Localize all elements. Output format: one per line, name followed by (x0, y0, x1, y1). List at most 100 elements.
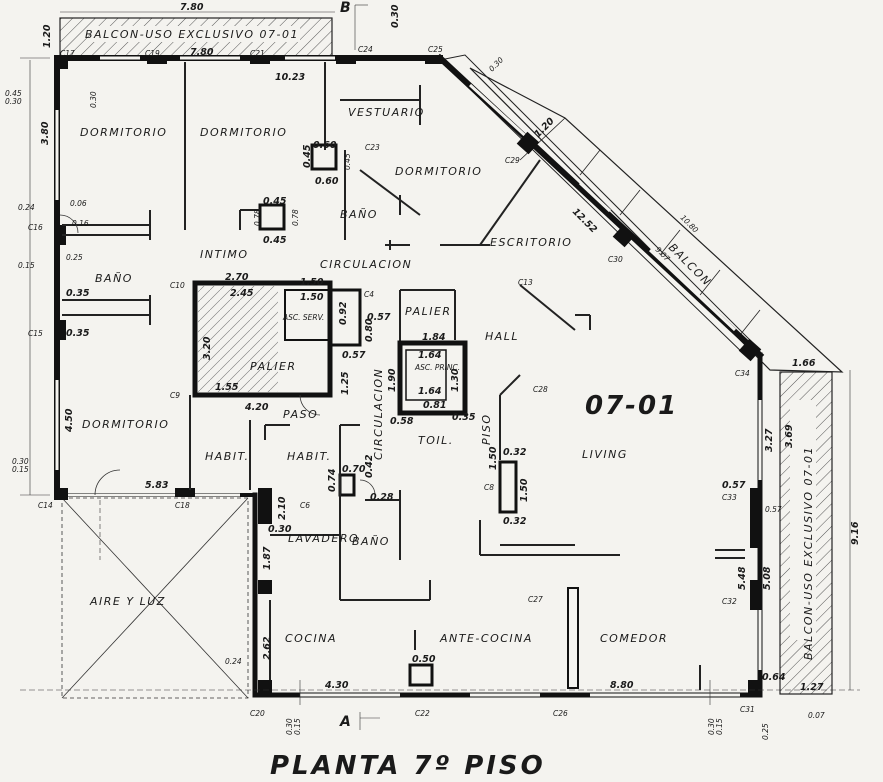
dimension-label: 0.30 (390, 4, 401, 28)
column-label: C34 (735, 369, 750, 378)
room-label-dormitorio-2: DORMITORIO (200, 126, 287, 139)
dimension-label: 12.52 (570, 206, 599, 235)
dimension-label: 0.35 (66, 328, 90, 339)
structural-columns (54, 55, 762, 696)
dimension-label: 1.55 (215, 382, 239, 393)
dimension-label: 4.30 (324, 680, 349, 691)
dimension-label: 0.45 (263, 235, 287, 246)
dimension-label: 0.60 (313, 140, 337, 151)
dimension-label: 0.45 (343, 153, 352, 170)
dimension-label: 0.30 (89, 91, 98, 108)
room-label-living: LIVING (582, 448, 628, 461)
dimension-label: 1.27 (800, 682, 824, 693)
column-label: C19 (145, 49, 160, 58)
column-label: C32 (722, 597, 737, 606)
dimension-label: 0.30 (5, 97, 22, 106)
dimension-label: 0.80 (364, 318, 375, 342)
interior-walls (62, 62, 745, 690)
dimension-label: 1.50 (519, 478, 530, 502)
column-label: C24 (358, 45, 373, 54)
plan-title: PLANTA 7º PISO (270, 751, 546, 781)
room-label-bano-2: BAÑO (95, 272, 133, 285)
room-label-bano-1: BAÑO (340, 208, 378, 221)
dimension-label: 0.64 (762, 672, 786, 683)
column-label: C23 (365, 143, 380, 152)
balcony-top (59, 17, 333, 61)
column-label: C28 (533, 385, 548, 394)
room-label-balcony-right: BALCON-USO EXCLUSIVO 07-01 (802, 446, 815, 660)
dimension-label: 0.15 (293, 718, 302, 735)
dimension-label: 0.57 (342, 350, 366, 361)
dimension-label: 1.25 (340, 371, 351, 395)
dimension-label: 0.57 (765, 505, 782, 514)
dimension-label: 7.80 (190, 47, 214, 58)
room-label-intimo: INTIMO (200, 248, 249, 261)
dimension-label: 0.30 (268, 524, 292, 535)
column-label: C21 (250, 49, 265, 58)
section-mark-b: B (340, 0, 351, 16)
dimension-label: 0.45 (263, 196, 287, 207)
dimension-label: 0.28 (370, 492, 394, 503)
dimension-label: 0.35 (452, 412, 476, 423)
dimension-label: 1.50 (488, 446, 499, 470)
room-label-bano-3: BAÑO (352, 535, 390, 548)
room-label-toil: TOIL. (418, 434, 454, 447)
dimension-label: 0.70 (342, 464, 366, 475)
dimension-label: 0.30 (707, 718, 716, 735)
column-label: C26 (553, 709, 568, 718)
room-label-antecocina: ANTE-COCINA (439, 632, 533, 645)
dimension-label: 8.80 (610, 680, 634, 691)
dimension-label: 0.15 (715, 718, 724, 735)
door-swings (59, 214, 376, 496)
dimension-label: 3.27 (764, 428, 775, 452)
dimension-label: 4.50 (64, 408, 75, 433)
room-label-lavadero: LAVADERO (288, 532, 359, 545)
dimension-label: 0.57 (367, 312, 391, 323)
dimension-label: 0.92 (338, 301, 349, 325)
room-label-hall: HALL (485, 330, 519, 343)
room-label-habit-1: HABIT. (205, 450, 250, 463)
column-label: C6 (300, 501, 310, 510)
dimension-label: 0.74 (327, 468, 338, 492)
room-label-piso: PISO (480, 413, 493, 445)
room-label-dormitorio-4: DORMITORIO (82, 418, 169, 431)
room-label-vestuario: VESTUARIO (348, 106, 425, 119)
room-label-asc-serv: ASC. SERV. (282, 313, 324, 322)
dimension-label: 2.62 (262, 636, 273, 660)
room-label-circulacion-2: CIRCULACION (372, 368, 385, 460)
dimension-label: 0.78 (253, 209, 262, 226)
section-mark-a: A (339, 714, 351, 730)
room-label-habit-2: HABIT. (287, 450, 332, 463)
dimension-label: 0.25 (761, 723, 770, 740)
room-label-aire-luz: AIRE Y LUZ (89, 595, 166, 608)
dimension-label: 1.20 (42, 24, 53, 48)
dimension-label: 0.24 (18, 203, 35, 212)
dimension-label: 10.23 (275, 72, 305, 83)
dimension-label: 1.20 (532, 115, 557, 140)
dimension-label: 0.50 (412, 654, 436, 665)
dimension-lines (20, 4, 860, 730)
dimension-label: 1.66 (792, 358, 816, 369)
column-label: C16 (28, 223, 43, 232)
dimension-label: 0.30 (12, 457, 29, 466)
balcony-right (779, 371, 833, 695)
room-label-dormitorio-3: DORMITORIO (395, 165, 482, 178)
dimension-label: 5.83 (145, 480, 169, 491)
room-label-palier-1: PALIER (250, 360, 297, 373)
dimension-label: 0.07 (808, 711, 825, 720)
room-label-cocina: COCINA (285, 632, 337, 645)
dimension-label: 1.87 (262, 546, 273, 570)
dimension-label: 0.24 (225, 657, 242, 666)
dimension-label: 0.30 (487, 55, 505, 73)
column-label: C17 (60, 49, 75, 58)
room-label-circulacion-1: CIRCULACION (320, 258, 412, 271)
room-label-comedor: COMEDOR (600, 632, 668, 645)
dimension-label: 1.50 (300, 277, 324, 288)
dimension-label: 0.81 (423, 400, 446, 411)
column-label: C4 (364, 290, 374, 299)
dimension-label: 2.70 (225, 272, 249, 283)
dimension-label: 0.35 (66, 288, 90, 299)
column-label: C10 (170, 281, 185, 290)
dimension-label: 1.30 (450, 368, 461, 392)
dimension-label: 0.15 (18, 261, 35, 270)
